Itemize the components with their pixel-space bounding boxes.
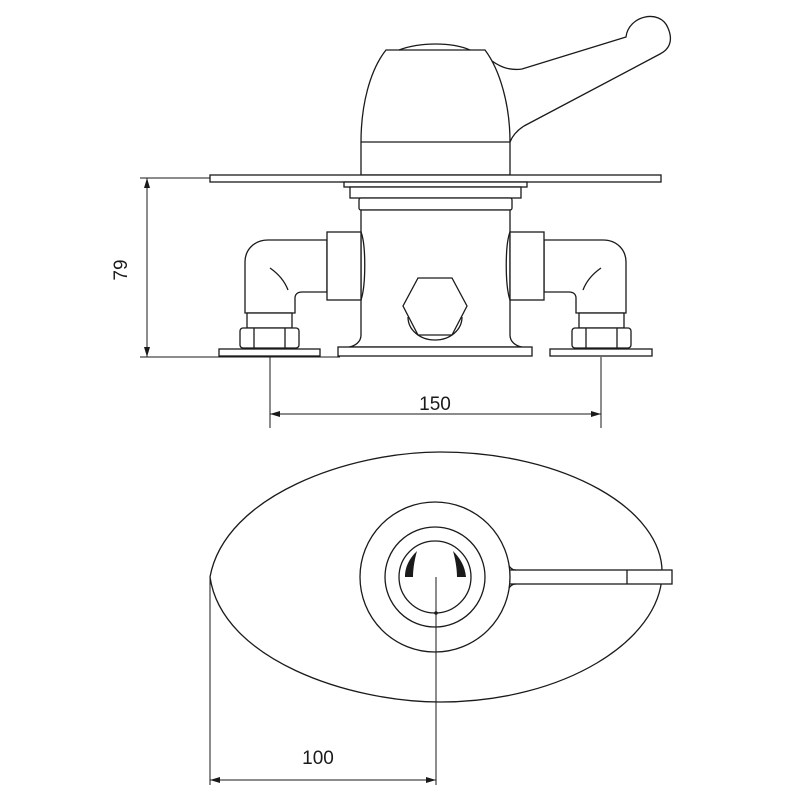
height-dimension: 79 [111, 177, 340, 358]
temperature-marker-right [453, 551, 466, 577]
control-knob [360, 49, 511, 176]
flange-2 [349, 186, 522, 199]
knob-cap [398, 43, 471, 51]
lever-handle [487, 15, 672, 143]
right-nut [571, 327, 632, 349]
left-base-plate [218, 348, 321, 357]
right-inlet-elbow [505, 231, 632, 349]
top-plan-view [209, 451, 673, 703]
lever-top-view [504, 569, 673, 585]
knob-middle-ring [384, 526, 486, 628]
center-offset-dimension-label: 100 [302, 748, 334, 769]
right-base-plate [549, 348, 653, 357]
width-dimension: 150 [269, 357, 602, 428]
flange-3 [358, 197, 513, 211]
height-dimension-label: 79 [111, 259, 132, 280]
front-elevation-view [209, 15, 672, 357]
width-dimension-label: 150 [419, 394, 451, 415]
center-base-plate [337, 346, 533, 357]
flange-1 [343, 181, 528, 188]
wall-plate [209, 174, 662, 183]
temperature-marker-left [405, 551, 417, 577]
left-inlet-elbow [239, 231, 366, 349]
left-nut [239, 327, 300, 349]
center-offset-dimension: 100 [209, 577, 437, 785]
knob-outer-ring [359, 501, 511, 653]
